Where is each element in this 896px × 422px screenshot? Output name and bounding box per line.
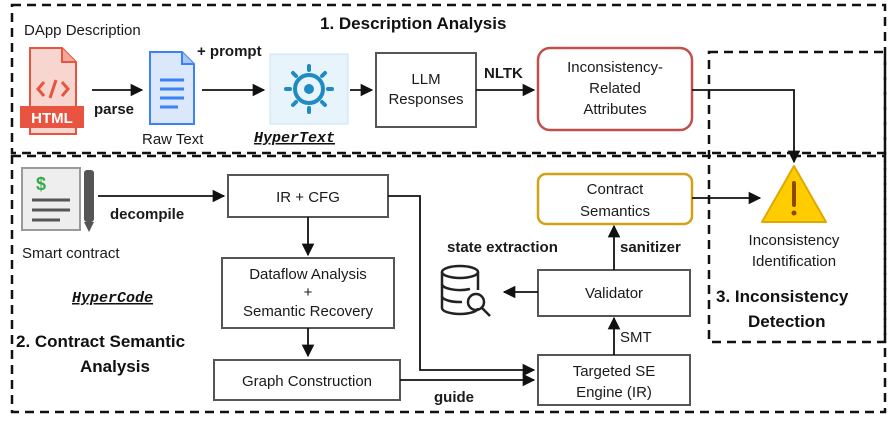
parse-label: parse	[94, 101, 134, 118]
semantics-line2: Semantics	[580, 203, 650, 220]
state-extraction-label: state extraction	[447, 239, 558, 256]
html-icon-text: HTML	[31, 110, 73, 127]
llm-responses-box	[375, 52, 477, 128]
svg-text:$: $	[36, 174, 46, 194]
html-file-icon: HTML	[20, 47, 84, 135]
ir-to-se-arrow	[388, 195, 536, 377]
se-engine-line1: Targeted SE	[573, 363, 656, 380]
database-search-icon	[440, 264, 491, 317]
document-icon	[149, 51, 195, 125]
attributes-to-identification-arrow	[692, 89, 801, 164]
dataflow-semantic-recovery-box	[221, 257, 395, 329]
attributes-line3: Attributes	[583, 101, 646, 118]
hypertext-logo-icon	[269, 53, 349, 125]
graph-construction-box	[213, 359, 401, 401]
section2-title-line1: 2. Contract Semantic	[16, 332, 185, 351]
decompile-label: decompile	[110, 206, 184, 223]
section1-title: 1. Description Analysis	[320, 14, 506, 33]
attributes-line2: Related	[589, 80, 641, 97]
identification-line2: Identification	[752, 253, 836, 270]
dapp-description-label: DApp Description	[24, 22, 141, 39]
prompt-label: + prompt	[197, 43, 262, 60]
smt-label: SMT	[620, 329, 652, 346]
inconsistency-attributes-box	[536, 46, 694, 132]
llm-responses-line2: Responses	[388, 91, 463, 108]
hypertext-label: HyperText	[254, 130, 335, 147]
section2-title-line2: Analysis	[80, 357, 150, 376]
sanitizer-label: sanitizer	[620, 239, 681, 256]
hypercode-label: HyperCode	[72, 290, 153, 307]
section3-title-line1: 3. Inconsistency	[716, 287, 849, 306]
nltk-label: NLTK	[484, 65, 523, 82]
section3-frame	[707, 50, 887, 344]
identification-line1: Inconsistency	[749, 232, 840, 249]
graph-construction-label: Graph Construction	[242, 373, 372, 390]
validator-box	[537, 269, 691, 317]
dataflow-line1: Dataflow Analysis	[249, 266, 367, 283]
se-engine-line2: Engine (IR)	[576, 384, 652, 401]
validator-label: Validator	[585, 285, 643, 302]
semantics-line1: Contract	[587, 181, 645, 198]
raw-text-label: Raw Text	[142, 131, 204, 148]
dataflow-line3: Semantic Recovery	[243, 303, 374, 320]
section2-frame	[10, 154, 887, 414]
targeted-se-engine-box	[537, 354, 691, 406]
ir-cfg-box	[227, 174, 389, 218]
ir-cfg-label: IR + CFG	[276, 189, 340, 206]
attributes-line1: Inconsistency-	[567, 59, 663, 76]
dataflow-line2: +	[304, 284, 313, 301]
llm-responses-line1: LLM	[411, 71, 440, 88]
section3-title-line2: Detection	[748, 312, 825, 331]
warning-triangle-icon	[761, 165, 827, 223]
smart-contract-label: Smart contract	[22, 245, 120, 262]
contract-scroll-icon: $	[21, 167, 94, 232]
guide-label: guide	[434, 389, 474, 406]
contract-semantics-box	[536, 172, 694, 226]
